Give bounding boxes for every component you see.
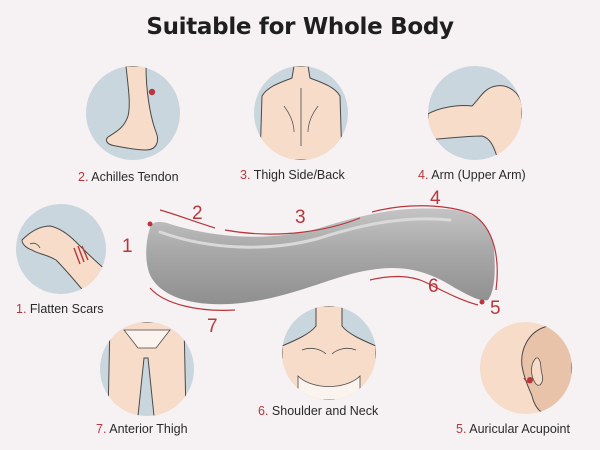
- guide-line-7: [149, 287, 236, 311]
- achilles-tendon-circle: [86, 66, 180, 160]
- gua-sha-tool: [146, 208, 495, 305]
- tool-marker-6: 6: [428, 276, 439, 297]
- flatten-scars-circle: [16, 204, 106, 294]
- label-flatten-scars: 1. Flatten Scars: [16, 302, 104, 316]
- auricular-acupoint-circle: [480, 322, 572, 414]
- tool-marker-dot-1: [147, 221, 153, 227]
- guide-line-6: [369, 275, 479, 306]
- tool-marker-1: 1: [122, 236, 133, 257]
- tool-marker-3: 3: [295, 207, 306, 228]
- ear-icon: [521, 322, 572, 414]
- label-thigh-side-back: 3. Thigh Side/Back: [240, 168, 345, 182]
- label-upper-arm: 4. Arm (Upper Arm): [418, 168, 526, 182]
- tool-marker-4: 4: [430, 188, 441, 209]
- back-icon: [259, 66, 343, 160]
- tool-marker-dot-5: [479, 299, 485, 305]
- tool-marker-5: 5: [490, 298, 501, 319]
- tool-marker-7: 7: [207, 316, 218, 337]
- neck-shoulder-icon: [282, 306, 376, 400]
- guide-line-4b: [471, 213, 498, 291]
- label-anterior-thigh: 7. Anterior Thigh: [96, 422, 188, 436]
- label-achilles-tendon: 2. Achilles Tendon: [78, 170, 179, 184]
- foot-heel-icon: [105, 66, 159, 151]
- label-shoulder-neck: 6. Shoulder and Neck: [258, 404, 379, 418]
- anterior-thigh-circle: [100, 322, 194, 416]
- forearm-scar-icon: [21, 225, 106, 294]
- tool-marker-2: 2: [192, 203, 203, 224]
- guide-line-4: [371, 205, 473, 215]
- shoulder-neck-circle: [282, 306, 376, 400]
- upper-arm-circle: [428, 66, 522, 160]
- guide-line-3: [224, 217, 361, 235]
- thigh-icon: [107, 322, 187, 416]
- tool-highlight: [158, 217, 452, 249]
- page-title: Suitable for Whole Body: [146, 14, 454, 40]
- label-auricular-acupoint: 5. Auricular Acupoint: [456, 422, 570, 436]
- guide-line-2: [159, 209, 216, 229]
- upper-arm-icon: [428, 85, 522, 160]
- thigh-side-back-circle: [254, 66, 348, 160]
